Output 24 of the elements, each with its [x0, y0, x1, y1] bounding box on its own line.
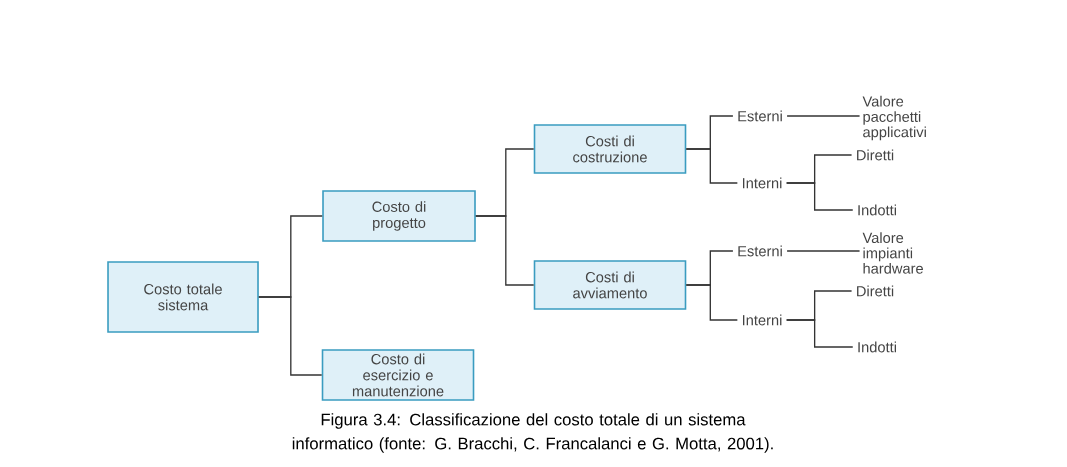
connector-line — [786, 182, 854, 211]
cost-label: Indotti — [858, 341, 896, 353]
connector-line — [258, 296, 323, 376]
connector-line — [786, 319, 854, 348]
connector-line — [786, 250, 861, 252]
cost-label: Esterni — [738, 245, 782, 257]
cost-label: Diretti — [857, 149, 894, 161]
cost-label: Indotti — [858, 204, 896, 216]
connector-line — [685, 284, 738, 321]
cost-label: Valore impianti hardware — [862, 232, 923, 274]
cost-box: Costo di progetto — [322, 190, 476, 242]
connector-line — [475, 215, 535, 286]
figure-caption: Figura 3.4: Classificazione del costo totale di un sistema informatico (fonte: G. Bracchi, C. Francalanci e G. Motta, 2001). — [292, 413, 773, 453]
cost-box: Costo totale sistema — [107, 261, 259, 333]
cost-box: Costi di costruzione — [533, 124, 687, 174]
cost-box: Costo di esercizio e manutenzione — [321, 349, 475, 401]
connector-line — [786, 115, 861, 117]
cost-label: Esterni — [738, 110, 782, 122]
cost-box: Costi di avviamento — [533, 260, 687, 310]
cost-label: Diretti — [857, 285, 894, 297]
cost-label: Interni — [743, 177, 782, 189]
connector-line — [685, 148, 738, 184]
cost-label: Valore pacchetti applicativi — [862, 95, 926, 141]
cost-label: Interni — [743, 314, 782, 326]
